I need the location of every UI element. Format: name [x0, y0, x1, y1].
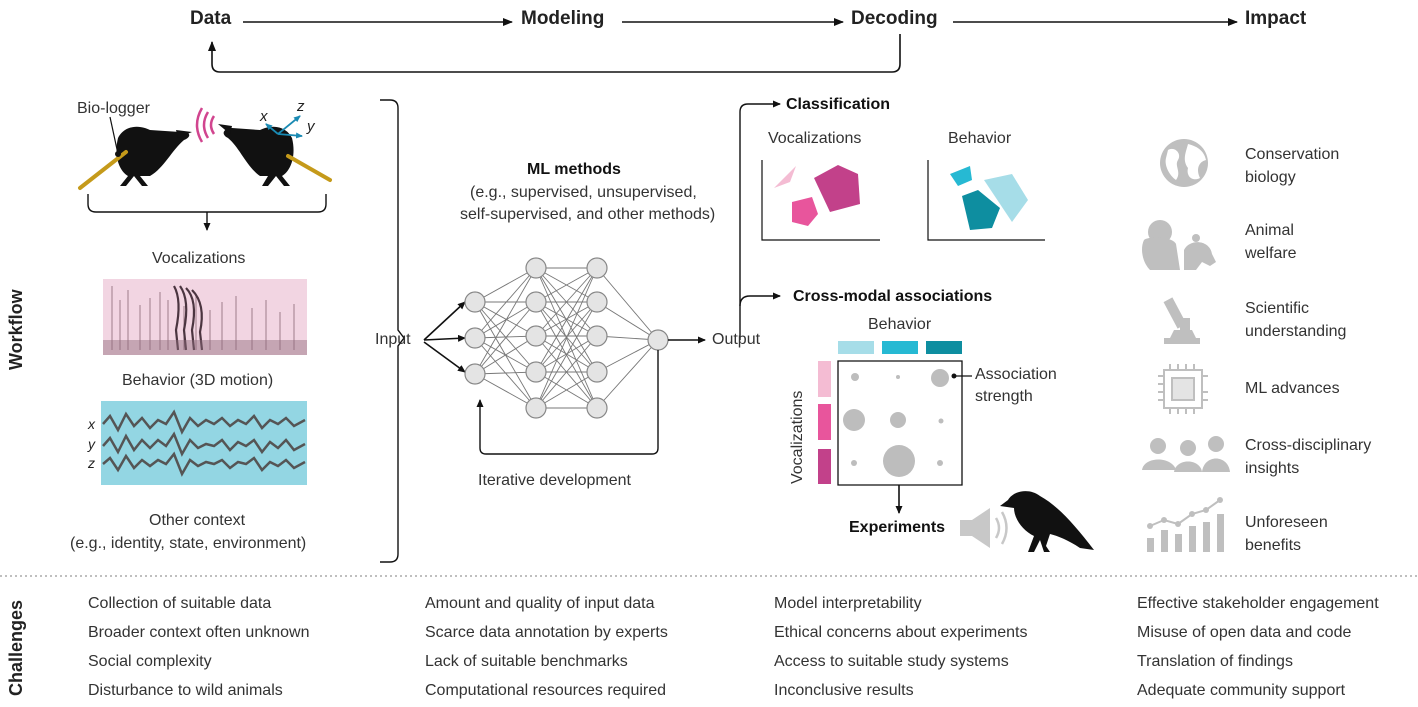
signal-icon [195, 107, 216, 143]
axis-x-label: x [260, 108, 268, 125]
people-icon [1142, 436, 1230, 472]
other-context-label: Other context [149, 512, 246, 529]
challenges-impact: Effective stakeholder engagement Misuse … [1137, 589, 1379, 705]
biologger-device [78, 150, 332, 190]
other-context-examples: (e.g., identity, state, environment) [70, 535, 307, 552]
crow-left-icon [116, 126, 192, 186]
animals-icon [1142, 220, 1216, 270]
iterative-loop [476, 350, 659, 455]
class-plot-behavior [927, 160, 1045, 241]
motion-x-label: x [88, 416, 95, 432]
nn-edges [474, 267, 659, 409]
class-behavior-label: Behavior [948, 130, 1012, 147]
challenge-item: Model interpretability [774, 595, 922, 612]
association-matrix [818, 341, 972, 486]
challenges-data: Collection of suitable data Broader cont… [88, 589, 309, 705]
challenge-item: Computational resources required [425, 682, 667, 699]
impact-science-2: understanding [1245, 323, 1347, 340]
class-vocalizations-label: Vocalizations [768, 130, 862, 147]
globe-icon [1160, 139, 1208, 187]
challenge-item: Social complexity [88, 653, 212, 670]
data-brace [87, 194, 327, 213]
input-arrows [423, 301, 466, 373]
axis-y-label: y [307, 118, 315, 135]
ml-methods-title: ML methods [527, 161, 621, 178]
impact-crossdisciplinary-1: Cross-disciplinary [1245, 437, 1372, 454]
impact-crossdisciplinary-2: insights [1245, 460, 1300, 477]
challenge-item: Disturbance to wild animals [88, 682, 283, 699]
stage-data: Data [190, 8, 232, 29]
input-bracket [380, 99, 405, 563]
challenge-item: Lack of suitable benchmarks [425, 653, 628, 670]
challenges-modeling: Amount and quality of input data Scarce … [425, 589, 668, 705]
nn-nodes [464, 257, 669, 419]
input-label: Input [375, 331, 411, 348]
spectrogram [103, 279, 307, 355]
vocalizations-label: Vocalizations [152, 250, 246, 267]
crow-right-icon [218, 124, 294, 186]
challenge-item: Effective stakeholder engagement [1137, 595, 1379, 612]
impact-conservation-2: biology [1245, 169, 1296, 186]
impact-unforeseen-1: Unforeseen [1245, 514, 1328, 531]
stage-impact: Impact [1245, 8, 1307, 29]
challenge-item: Inconclusive results [774, 682, 914, 699]
impact-conservation-1: Conservation [1245, 146, 1340, 163]
motion-y-label: y [88, 436, 95, 452]
challenge-item: Ethical concerns about experiments [774, 624, 1028, 641]
output-label: Output [712, 331, 761, 348]
association-label-1: Association [975, 366, 1057, 383]
impact-science-1: Scientific [1245, 300, 1310, 317]
challenge-item: Collection of suitable data [88, 595, 272, 612]
crossmodal-title: Cross-modal associations [793, 288, 993, 305]
classification-title: Classification [786, 96, 891, 113]
crow-experiment-icon [1000, 491, 1094, 552]
iterative-development-label: Iterative development [478, 472, 631, 489]
challenge-item: Misuse of open data and code [1137, 624, 1352, 641]
chip-icon [1158, 364, 1208, 414]
impact-unforeseen-2: benefits [1245, 537, 1302, 554]
behavior-label: Behavior (3D motion) [122, 372, 274, 389]
axis-z-label: z [297, 98, 305, 115]
challenge-item: Access to suitable study systems [774, 653, 1009, 670]
ml-methods-examples-1: (e.g., supervised, unsupervised, [470, 184, 697, 201]
impact-ml-advances: ML advances [1245, 380, 1340, 397]
pipeline-arrows [208, 18, 1238, 73]
growth-chart-icon [1147, 497, 1224, 552]
matrix-vocalizations-label: Vocalizations [789, 390, 806, 484]
class-plot-vocalizations [761, 160, 880, 241]
challenge-item: Broader context often unknown [88, 624, 310, 641]
experiments-label: Experiments [849, 519, 946, 536]
biologger-label: Bio-logger [77, 100, 150, 117]
motion-z-label: z [88, 455, 95, 471]
impact-welfare-2: welfare [1245, 245, 1297, 262]
motion-plot [101, 401, 307, 485]
challenge-item: Adequate community support [1137, 682, 1346, 699]
matrix-behavior-label: Behavior [868, 316, 932, 333]
challenge-item: Amount and quality of input data [425, 595, 655, 612]
axes-icon [265, 115, 303, 139]
association-label-2: strength [975, 388, 1033, 405]
speaker-icon [960, 508, 1008, 548]
stage-decoding: Decoding [851, 8, 938, 29]
stage-modeling: Modeling [521, 8, 605, 29]
ml-methods-examples-2: self-supervised, and other methods) [460, 206, 716, 223]
challenge-item: Translation of findings [1137, 653, 1293, 670]
challenge-item: Scarce data annotation by experts [425, 624, 668, 641]
impact-welfare-1: Animal [1245, 222, 1294, 239]
microscope-icon [1163, 297, 1200, 344]
challenges-decoding: Model interpretability Ethical concerns … [774, 589, 1027, 705]
